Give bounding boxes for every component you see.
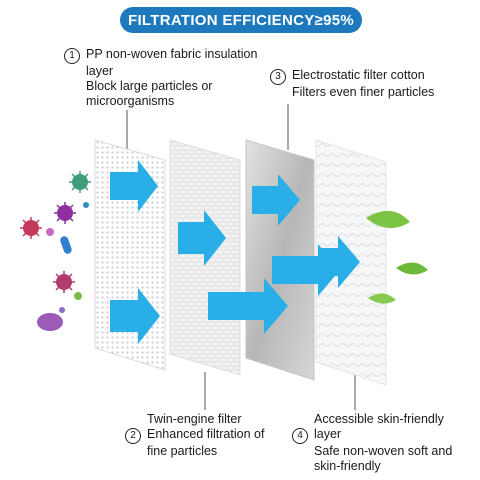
bacteria-icon <box>60 236 72 254</box>
layer-4-number: 4 <box>292 428 308 444</box>
arrow-icon <box>318 236 360 288</box>
layer-3-number: 3 <box>270 69 286 85</box>
airflow-arrows <box>110 160 360 344</box>
virus-icon <box>83 202 89 208</box>
leaf-icon <box>396 262 428 275</box>
virus-icon <box>69 171 91 193</box>
filtration-banner: FILTRATION EFFICIENCY≥95% <box>120 7 362 33</box>
virus-icon <box>20 217 42 239</box>
leaf-icon <box>368 293 396 304</box>
arrow-icon <box>178 210 226 266</box>
arrow-icon <box>252 174 300 226</box>
leaf-icon <box>366 210 410 229</box>
virus-icon <box>53 271 75 293</box>
virus-icon <box>54 202 76 224</box>
virus-icon <box>74 292 82 300</box>
virus-icon <box>59 307 65 313</box>
arrow-icon <box>110 160 158 212</box>
bacteria-icon <box>37 313 63 331</box>
layer-2-number: 2 <box>125 428 141 444</box>
arrow-icon <box>110 288 160 344</box>
arrow-icon <box>208 278 288 334</box>
virus-icon <box>46 228 54 236</box>
layer-1-number: 1 <box>64 48 80 64</box>
